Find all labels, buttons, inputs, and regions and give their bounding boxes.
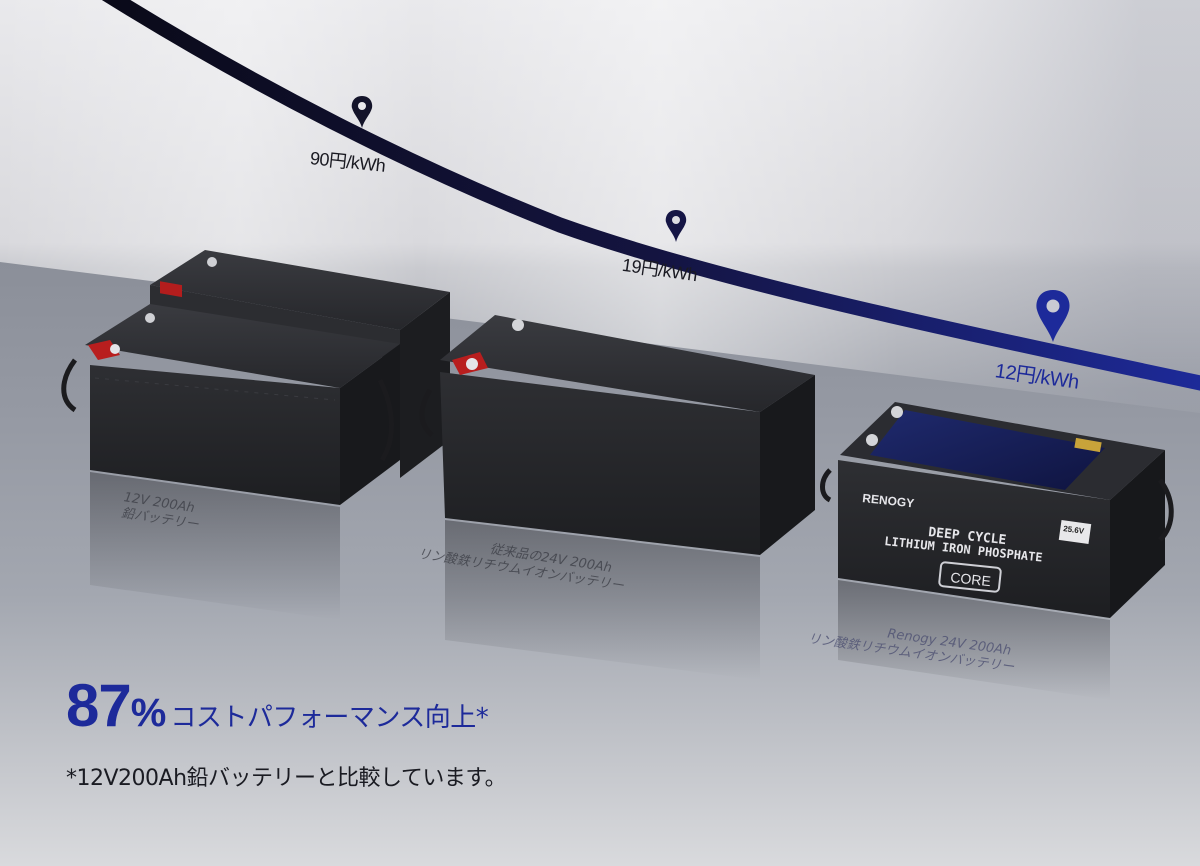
headline-percent: % bbox=[130, 691, 167, 735]
product-model: CORE bbox=[950, 569, 992, 589]
product-spec-badge: 25.6V bbox=[1063, 524, 1086, 536]
headline: 87 % コストパフォーマンス向上* bbox=[66, 672, 489, 739]
renogy-core-battery bbox=[820, 402, 1174, 618]
conventional-battery bbox=[419, 315, 815, 555]
footnote: *12V200Ah鉛バッテリーと比較しています。 bbox=[66, 766, 507, 791]
renogy-battery-reflection bbox=[838, 580, 1110, 700]
product-brand: RENOGY bbox=[862, 491, 915, 510]
lead-battery-front bbox=[61, 304, 400, 505]
headline-text: コストパフォーマンス向上* bbox=[170, 703, 489, 733]
conventional-battery-reflection bbox=[445, 520, 760, 680]
pin-90-icon bbox=[351, 96, 373, 128]
cost-trend-line bbox=[101, 0, 1200, 391]
pin-12-icon bbox=[1036, 290, 1070, 342]
pin-19-icon bbox=[665, 210, 687, 242]
headline-number: 87 bbox=[66, 672, 132, 739]
lead-battery-reflection bbox=[90, 472, 340, 620]
